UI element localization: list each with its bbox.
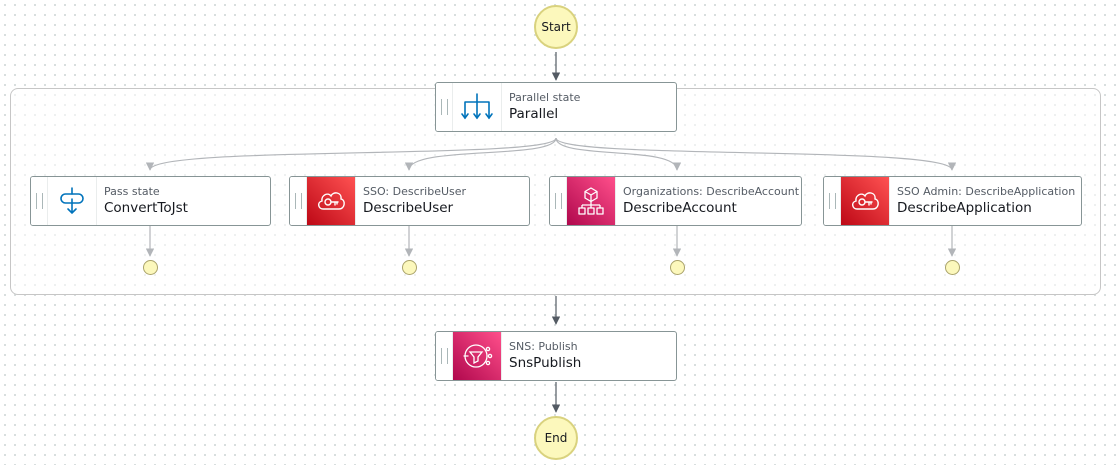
sns-icon (453, 332, 502, 380)
branch-2-end-node (402, 260, 417, 275)
state-describe-application[interactable]: SSO Admin: DescribeApplication DescribeA… (823, 176, 1082, 226)
state-convert-to-jst[interactable]: Pass state ConvertToJst (30, 176, 271, 226)
state-type-label: SNS: Publish (509, 339, 578, 353)
drag-handle[interactable] (31, 177, 48, 225)
drag-handle[interactable] (550, 177, 567, 225)
sso-cloud-icon (307, 177, 356, 225)
state-type-label: SSO Admin: DescribeApplication (897, 184, 1076, 198)
state-describe-account[interactable]: Organizations: DescribeAccount DescribeA… (549, 176, 802, 226)
start-node[interactable]: Start (534, 5, 578, 49)
drag-handle[interactable] (436, 332, 453, 380)
state-sns-publish[interactable]: SNS: Publish SnsPublish (435, 331, 677, 381)
branch-4-end-node (945, 260, 960, 275)
branch-1-end-node (143, 260, 158, 275)
state-name-label: Parallel (509, 105, 559, 122)
state-name-label: SnsPublish (509, 354, 582, 371)
sso-cloud-icon (841, 177, 890, 225)
start-label: Start (541, 20, 571, 34)
state-name-label: DescribeApplication (897, 199, 1032, 216)
pass-state-icon (48, 177, 97, 225)
drag-handle[interactable] (290, 177, 307, 225)
state-describe-user[interactable]: SSO: DescribeUser DescribeUser (289, 176, 530, 226)
state-name-label: DescribeUser (363, 199, 454, 216)
state-name-label: ConvertToJst (104, 199, 188, 216)
state-name-label: DescribeAccount (623, 199, 737, 216)
drag-handle[interactable] (436, 83, 453, 131)
parallel-arrows-icon (453, 83, 502, 131)
drag-handle[interactable] (824, 177, 841, 225)
end-node[interactable]: End (534, 416, 578, 460)
end-label: End (544, 431, 568, 445)
state-type-label: Parallel state (509, 90, 581, 104)
state-parallel[interactable]: Parallel state Parallel (435, 82, 677, 132)
state-type-label: Pass state (104, 184, 160, 198)
branch-3-end-node (670, 260, 685, 275)
state-type-label: SSO: DescribeUser (363, 184, 467, 198)
state-type-label: Organizations: DescribeAccount (623, 184, 800, 198)
organizations-icon (567, 177, 616, 225)
